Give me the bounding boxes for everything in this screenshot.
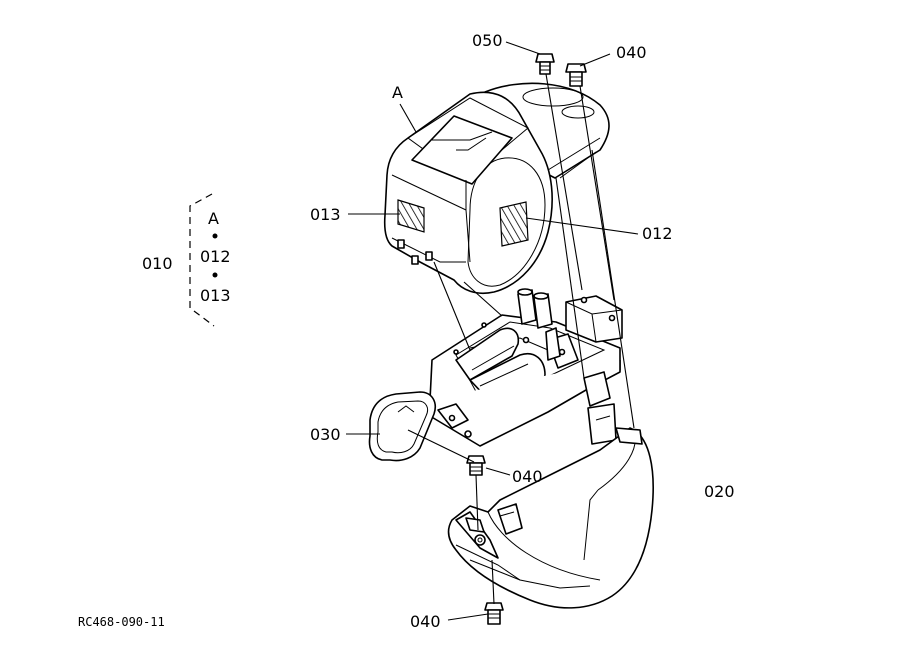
vent-012-hatch: [499, 201, 529, 247]
screw-050: [535, 53, 555, 75]
screw-040-bottom: [484, 602, 504, 625]
figure-code: RC468-090-11: [78, 615, 165, 629]
legend-item-a: A: [208, 209, 219, 228]
label-040-mid: 040: [512, 467, 543, 486]
label-013: 013: [310, 205, 341, 224]
legend-item-013: 013: [200, 286, 231, 305]
lower-cover-020: [447, 427, 654, 609]
legend-dot: [212, 233, 218, 239]
label-010: 010: [142, 254, 173, 273]
label-a-main: A: [392, 83, 403, 102]
upper-cover-assembly: [383, 82, 610, 295]
legend-dot: [212, 272, 218, 278]
label-030: 030: [310, 425, 341, 444]
legend-item-012: 012: [200, 247, 231, 266]
label-012: 012: [642, 224, 673, 243]
leader-lines: [346, 41, 639, 621]
label-040-bottom: 040: [410, 612, 441, 631]
cover-030: [368, 391, 436, 462]
label-050: 050: [472, 31, 503, 50]
vent-013-hatch: [397, 199, 425, 233]
label-040-top: 040: [616, 43, 647, 62]
screw-040-mid: [466, 455, 486, 476]
screw-040-top: [565, 63, 587, 87]
group-bracket-010: [189, 193, 218, 327]
bracket-assembly: [429, 288, 623, 447]
label-020: 020: [704, 482, 735, 501]
